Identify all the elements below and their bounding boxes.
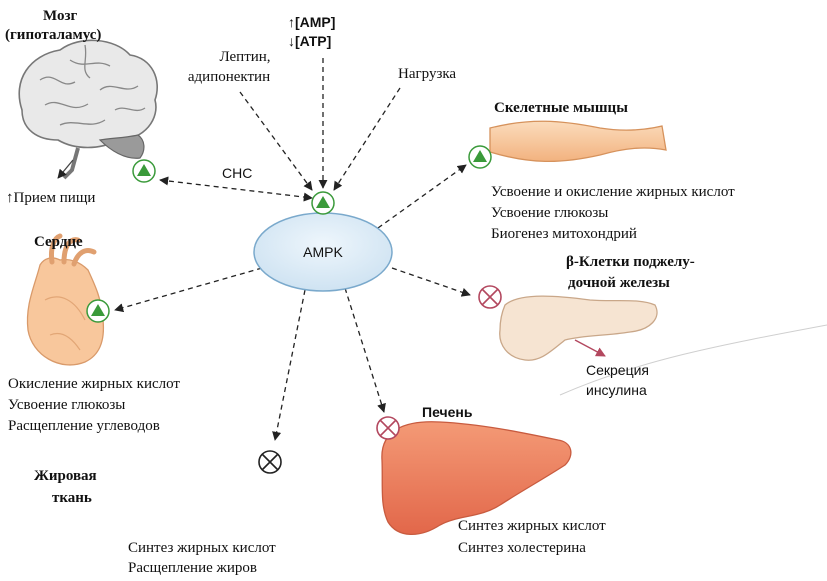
adipose-title-line1: Жировая [34,468,97,484]
muscle-illustration [489,120,667,163]
leptin-arrow [239,91,313,191]
liver-effect-1: Синтез жирных кислот [458,518,606,534]
leptin-label-line1: Лептин, [219,49,271,65]
activate-icon [86,299,110,323]
heart-arrow [114,267,263,313]
activate-icon [132,159,156,183]
pancreas-arrow [391,267,471,297]
load-arrow [333,87,401,191]
activate-icon [311,191,335,215]
inhibit-icon [258,450,282,474]
amp-label: ↑[AMP] [288,14,336,30]
atp-label: ↓[ATP] [288,33,332,49]
brain-effect: ↑Прием пищи [6,190,96,206]
adipose-title-line2: ткань [52,490,92,506]
activate-icon [468,145,492,169]
pancreas-title-line1: β-Клетки поджелу- [566,254,695,270]
leptin-label-line2: адипонектин [187,69,271,85]
brain-illustration [18,39,159,180]
load-label: Нагрузка [398,66,457,82]
liver-arrow [344,287,386,413]
connectors [114,58,471,441]
insulin-arrow [574,339,606,357]
sns-arrow [159,176,313,202]
heart-title: Сердце [34,234,83,250]
adipose-effect-2: Расщепление жиров [128,560,257,576]
heart-effect-1: Окисление жирных кислот [8,376,180,392]
liver-effect-2: Синтез холестерина [458,540,586,556]
pancreas-effect-line1: Секреция [586,362,650,378]
sns-label: СНС [222,165,253,181]
heart-effect-3: Расщепление углеводов [8,418,160,434]
muscle-effect-1: Усвоение и окисление жирных кислот [491,184,735,200]
brain-title-line2: (гипоталамус) [5,27,102,43]
heart-illustration [26,233,105,366]
adipose-effect-1: Синтез жирных кислот [128,540,276,556]
pancreas-effect-line2: инсулина [586,382,647,398]
muscle-effect-2: Усвоение глюкозы [491,205,609,221]
pancreas-title-line2: дочной железы [568,275,670,291]
adipose-arrow [272,289,306,441]
heart-effect-2: Усвоение глюкозы [8,397,126,413]
ampk-label: AMPK [303,244,343,260]
inhibit-icon [478,285,502,309]
pancreas-illustration [499,295,658,361]
brain-effect-arrow [57,159,74,179]
liver-illustration [381,421,572,536]
inhibit-icon [376,416,400,440]
muscle-effect-3: Биогенез митохондрий [491,226,637,242]
liver-title: Печень [422,404,473,420]
muscle-arrow [377,164,467,229]
brain-title-line1: Мозг [43,8,78,24]
background-curve [559,324,827,396]
muscle-title: Скелетные мышцы [494,100,628,116]
